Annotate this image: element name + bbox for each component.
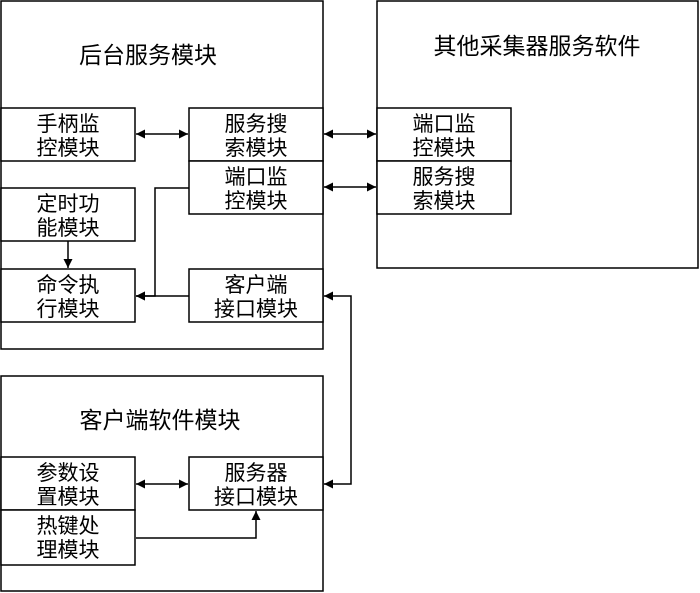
other-collector-title: 其他采集器服务软件 [434,34,641,60]
server-interface-line1: 服务器 [225,461,288,485]
backend-port-monitor-line1: 端口监 [225,165,288,189]
hotkey-module: 热键处 理模块 [0,509,136,566]
backend-service-search-module: 服务搜 索模块 [188,107,324,162]
collector-port-monitor-line1: 端口监 [413,112,476,136]
server-interface-line2: 接口模块 [214,485,298,509]
collector-port-monitor-module: 端口监 控模块 [376,107,512,162]
arrow-client-interface-to-server-interface [324,291,352,489]
timer-module: 定时功 能模块 [0,187,136,242]
param-settings-line1: 参数设 [37,461,100,485]
collector-port-monitor-line2: 控模块 [413,136,476,160]
param-settings-line2: 置模块 [37,485,100,509]
backend-service-search-line1: 服务搜 [225,112,288,136]
command-exec-module: 命令执 行模块 [0,268,136,323]
other-collector-software: 其他采集器服务软件 [376,0,699,269]
command-exec-line2: 行模块 [37,297,100,321]
handle-monitor-module: 手柄监 控模块 [0,107,136,162]
client-interface-line2: 接口模块 [214,297,298,321]
client-software-title: 客户端软件模块 [80,408,241,434]
handle-monitor-line1: 手柄监 [37,112,100,136]
command-exec-line1: 命令执 [37,273,100,297]
hotkey-line2: 理模块 [37,538,100,562]
client-interface-module: 客户端 接口模块 [188,268,324,323]
handle-monitor-line2: 控模块 [37,136,100,160]
collector-service-search-line2: 索模块 [413,189,476,213]
server-interface-module: 服务器 接口模块 [188,456,324,511]
backend-port-monitor-module: 端口监 控模块 [188,160,324,215]
backend-port-monitor-line2: 控模块 [225,189,288,213]
backend-title: 后台服务模块 [79,43,217,69]
client-interface-line1: 客户端 [225,273,288,297]
timer-line2: 能模块 [37,216,100,240]
backend-service-search-line2: 索模块 [225,136,288,160]
collector-service-search-line1: 服务搜 [413,165,476,189]
hotkey-line1: 热键处 [37,514,100,538]
param-settings-module: 参数设 置模块 [0,456,136,511]
collector-service-search-module: 服务搜 索模块 [376,160,512,215]
timer-line1: 定时功 [37,192,100,216]
arrow-hotkey-to-server-interface [136,511,261,539]
